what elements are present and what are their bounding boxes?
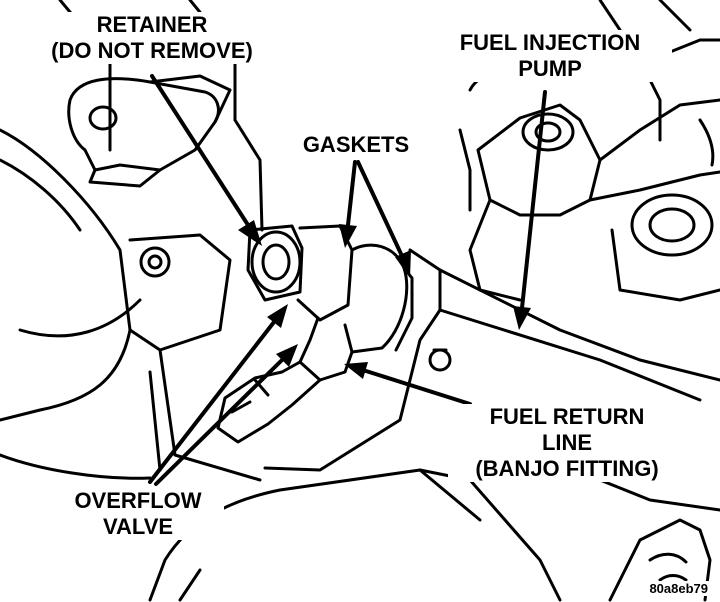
- pump-arrow: [513, 90, 547, 330]
- gasket-arrow-right: [356, 160, 411, 278]
- overflow-valve-label-line-1: OVERFLOW: [74, 488, 202, 513]
- fuel-injection-pump-label: FUEL INJECTION PUMP: [428, 30, 672, 82]
- fuel-return-line-label-line-2: LINE: [541, 430, 593, 455]
- retainer-bracket: [67, 74, 232, 188]
- fuel-return-line-label-line-3: (BANJO FITTING): [475, 456, 659, 481]
- gaskets-label-line-1: GASKETS: [302, 132, 410, 157]
- overflow-valve-arrow-right: [154, 344, 298, 486]
- fuel-return-line-label-line-1: FUEL RETURN: [489, 404, 645, 429]
- overflow-valve-assembly: [216, 224, 414, 444]
- figure-code: 80a8eb79: [647, 581, 710, 596]
- gasket-arrow-left: [339, 160, 357, 248]
- overflow-valve-label: OVERFLOW VALVE: [52, 488, 224, 540]
- retainer-label-line-1: RETAINER: [96, 12, 208, 37]
- fuel-return-line-label: FUEL RETURN LINE (BANJO FITTING): [448, 404, 686, 482]
- leader-arrows: [148, 74, 547, 486]
- mounting-plate: [263, 248, 720, 472]
- retainer-label-line-2: (DO NOT REMOVE): [51, 38, 253, 63]
- fuel-injection-pump-label-line-2: PUMP: [518, 56, 582, 81]
- overflow-valve-arrow-left: [148, 304, 288, 484]
- fuel-injection-pump-label-line-1: FUEL INJECTION: [459, 30, 641, 55]
- retainer-label: RETAINER (DO NOT REMOVE): [20, 12, 284, 64]
- overflow-valve-label-line-2: VALVE: [102, 514, 174, 539]
- lower-housing: [148, 468, 720, 602]
- gaskets-label: GASKETS: [285, 132, 427, 158]
- return-line-arrow: [344, 362, 472, 406]
- retainer-arrow: [150, 74, 262, 246]
